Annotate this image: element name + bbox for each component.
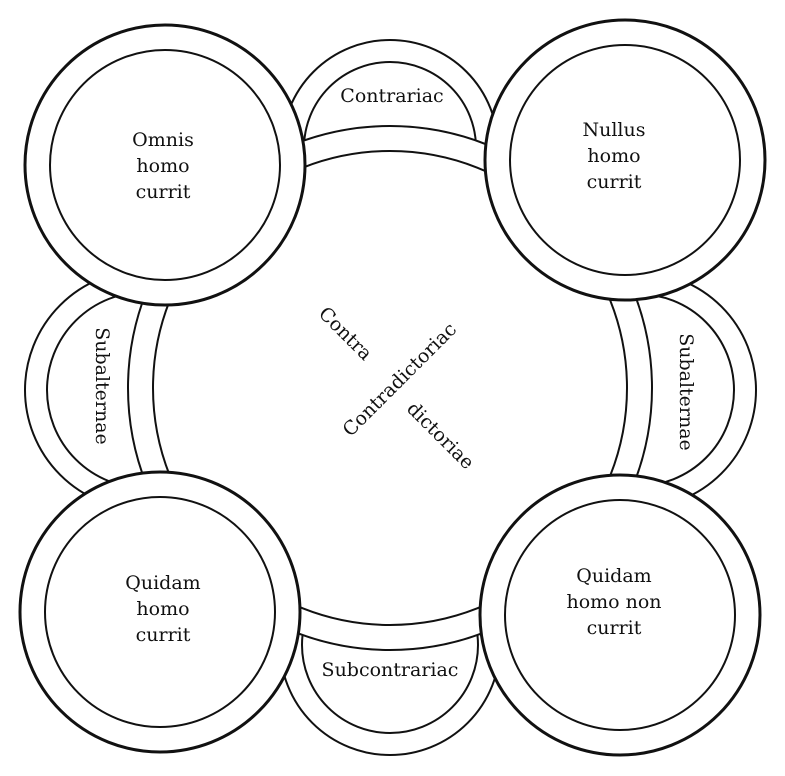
prop-tl-line2: homo [136,155,189,177]
label-contrariae: Contrariac [340,85,443,107]
prop-bl-line2: homo [136,598,189,620]
prop-tl-line1: Omnis [132,129,194,151]
prop-tr-line1: Nullus [582,119,645,141]
label-subalternae-right: Subalternae [675,333,697,451]
circle-bottom-left [18,470,302,754]
prop-tr-line2: homo [587,145,640,167]
prop-bl-line3: currit [136,624,191,646]
label-subcontrariae: Subcontrariac [322,659,459,681]
prop-br-line3: currit [587,617,642,639]
prop-tl-line3: currit [136,181,191,203]
circle-top-left [23,23,307,307]
circle-bottom-right [478,473,762,757]
prop-bl-line1: Quidam [125,572,200,594]
prop-br-line1: Quidam [576,565,651,587]
prop-tr-line3: currit [587,171,642,193]
circle-top-right [483,18,767,302]
label-subalternae-left: Subalternae [91,327,113,445]
prop-br-line2: homo non [566,591,661,613]
